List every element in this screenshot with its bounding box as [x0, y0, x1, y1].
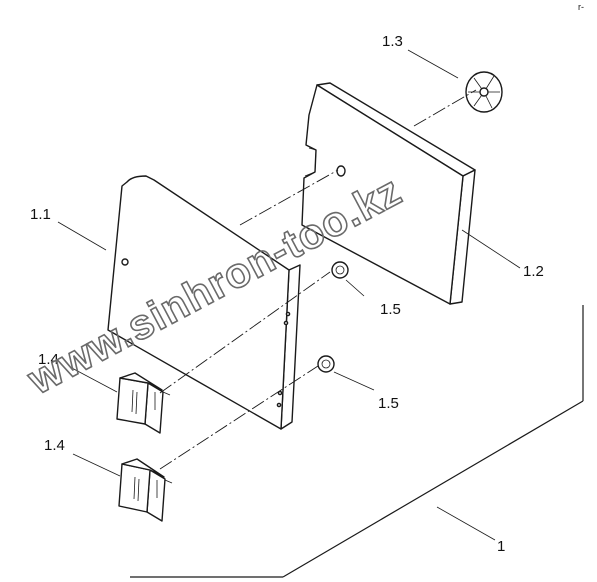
center-lines [159, 89, 477, 470]
hinge-top-1-4 [116, 372, 171, 434]
label-1-4-top: 1.4 [38, 351, 59, 368]
label-1-4-bottom: 1.4 [44, 437, 65, 454]
star-clip-1-3 [465, 71, 503, 113]
mounting-plate-1-1 [107, 175, 301, 430]
label-1-3: 1.3 [382, 33, 403, 50]
nut-lower-1-5 [317, 355, 335, 373]
nut-upper-1-5 [331, 261, 349, 279]
label-1-5-upper: 1.5 [380, 301, 401, 318]
label-1: 1 [497, 538, 505, 555]
label-1-5-lower: 1.5 [378, 395, 399, 412]
label-1-2: 1.2 [523, 263, 544, 280]
cover-block-1-2 [301, 82, 476, 305]
part-labels: 1.3 1.1 1.2 1.5 1.4 1.5 1.4 1 [30, 33, 544, 555]
label-1-1: 1.1 [30, 206, 51, 223]
leader-lines [57, 49, 521, 541]
hinge-bottom-1-4 [118, 458, 173, 522]
assembly-bracket [130, 305, 584, 578]
corner-mark: r- [578, 2, 584, 12]
